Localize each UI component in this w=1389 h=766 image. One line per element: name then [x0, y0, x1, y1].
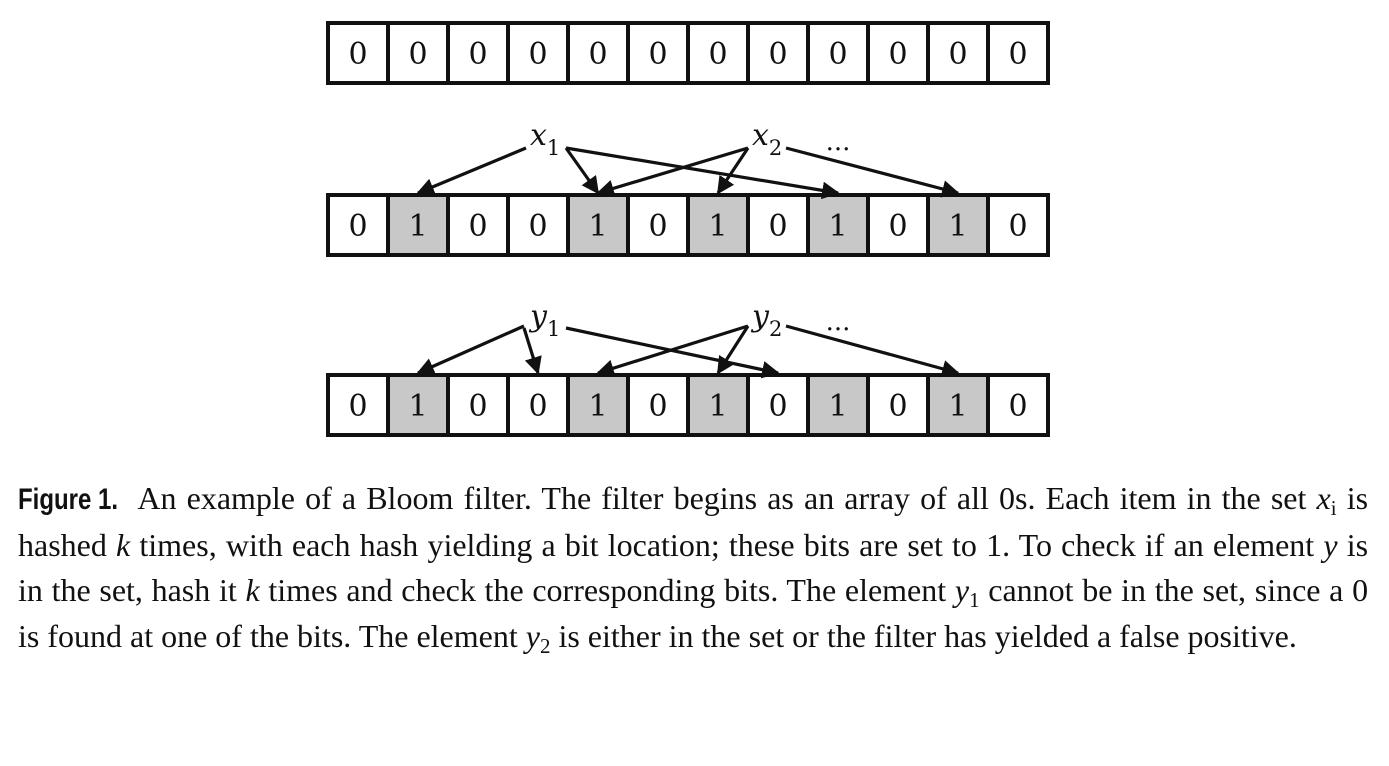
bit-value: 1: [948, 389, 967, 424]
bit-value: 1: [708, 389, 727, 424]
hash-arrow: [596, 324, 749, 377]
bit-value: 1: [708, 209, 727, 244]
bit-cell: [746, 21, 810, 85]
bit-value: 0: [348, 389, 367, 424]
caption-math-k1: k: [116, 526, 131, 563]
bit-value: 0: [468, 209, 487, 244]
bit-cell: [686, 193, 750, 257]
bit-value: 0: [528, 37, 547, 72]
bit-value: 1: [588, 389, 607, 424]
bit-value: 0: [828, 37, 847, 72]
bit-cell: [986, 193, 1050, 257]
caption-text-7: is either in the set or the filter has y…: [558, 617, 1297, 654]
bit-value: 0: [948, 37, 967, 72]
bit-value: 0: [1008, 209, 1027, 244]
bloom-filter-diagram: 0 0 0 0 0 0 0 0 0 0 0 0 0 1 0 0 1 0 1 0 1 0 1 0 0 1 0 0 1 0 1 0 1 0 1 0 x1 x…: [326, 21, 1050, 437]
bit-value: 0: [768, 37, 787, 72]
bit-value: 0: [1008, 389, 1027, 424]
empty-filter: 0 0 0 0 0 0 0 0 0 0 0 0: [326, 21, 1050, 85]
hash-arrow: [785, 324, 960, 378]
hash-item-label: y2: [750, 299, 782, 341]
bit-value: 0: [348, 37, 367, 72]
caption-text-3: times, with each hash yielding a bit loc…: [139, 526, 1315, 563]
bit-value: 0: [1008, 37, 1027, 72]
bit-value: 0: [768, 389, 787, 424]
bit-value: 0: [888, 389, 907, 424]
bit-value: 0: [648, 209, 667, 244]
bit-value: 0: [888, 37, 907, 72]
bit-value: 1: [408, 389, 427, 424]
hash-arrow: [522, 327, 542, 375]
caption-text-4: is in the set, hash it: [18, 526, 1369, 609]
bit-cell: [986, 21, 1050, 85]
bit-cell: [866, 21, 930, 85]
ellipsis-label: ...: [826, 307, 851, 337]
bit-value: 0: [768, 209, 787, 244]
hash-arrow: [785, 146, 960, 198]
caption-math-y1: y1: [954, 572, 980, 613]
caption-math-y: y: [1323, 526, 1338, 563]
bit-cell: [446, 21, 510, 85]
hash-item-label: y1: [528, 299, 560, 341]
hash-item-label: x1: [530, 118, 560, 160]
caption-math-k2: k: [245, 572, 260, 609]
hash-arrow: [716, 147, 750, 195]
hash-arrow: [564, 147, 600, 195]
bit-cell: [866, 373, 930, 437]
bit-value: 0: [408, 37, 427, 72]
bit-cell: [926, 373, 990, 437]
figure-label: Figure 1.: [18, 483, 119, 516]
caption-text-6: cannot be in the set, since a 0 is found…: [18, 572, 1369, 654]
caption-text-5: times and check the corresponding bits. …: [268, 572, 947, 609]
bit-cell: [986, 373, 1050, 437]
hash-arrow: [416, 146, 527, 196]
caption-math-x: xi: [1316, 480, 1337, 520]
bit-value: 0: [348, 209, 367, 244]
bit-value: 1: [588, 209, 607, 244]
bit-cell: [806, 21, 870, 85]
bit-cell: [326, 21, 390, 85]
bit-value: 0: [648, 37, 667, 72]
hash-arrow: [596, 146, 749, 197]
bit-value: 0: [468, 37, 487, 72]
hash-item-label: x2: [752, 118, 782, 160]
hash-arrow: [565, 146, 840, 200]
hash-arrow: [416, 324, 525, 375]
bit-cell: [506, 193, 570, 257]
bit-cell: [446, 373, 510, 437]
bit-value: 1: [408, 209, 427, 244]
bit-cell: [566, 21, 630, 85]
bit-value: 0: [468, 389, 487, 424]
figure-caption: Figure 1. An example of a Bloom filter. …: [18, 476, 1368, 659]
bit-cell: [506, 373, 570, 437]
bit-value: 1: [828, 389, 847, 424]
bit-value: 1: [948, 209, 967, 244]
bit-value: 0: [708, 37, 727, 72]
bit-value: 0: [888, 209, 907, 244]
filter-query: 0 1 0 0 1 0 1 0 1 0 1 0: [326, 373, 1050, 437]
bit-value: 1: [828, 209, 847, 244]
ellipsis-label: ...: [826, 127, 851, 157]
bit-cell: [386, 21, 450, 85]
caption-text-1: An example of a Bloom filter. The filter…: [137, 480, 1307, 516]
bit-value: 0: [588, 37, 607, 72]
bit-cell: [746, 193, 810, 257]
bit-value: 0: [528, 389, 547, 424]
caption-text-2: is hashed: [18, 480, 1369, 563]
hash-arrow: [716, 325, 750, 375]
filter-after-inserts: 0 1 0 0 1 0 1 0 1 0 1 0: [326, 193, 1050, 257]
caption-math-y2: y2: [525, 617, 551, 658]
bit-cell: [686, 373, 750, 437]
bit-value: 0: [648, 389, 667, 424]
bit-value: 0: [528, 209, 547, 244]
